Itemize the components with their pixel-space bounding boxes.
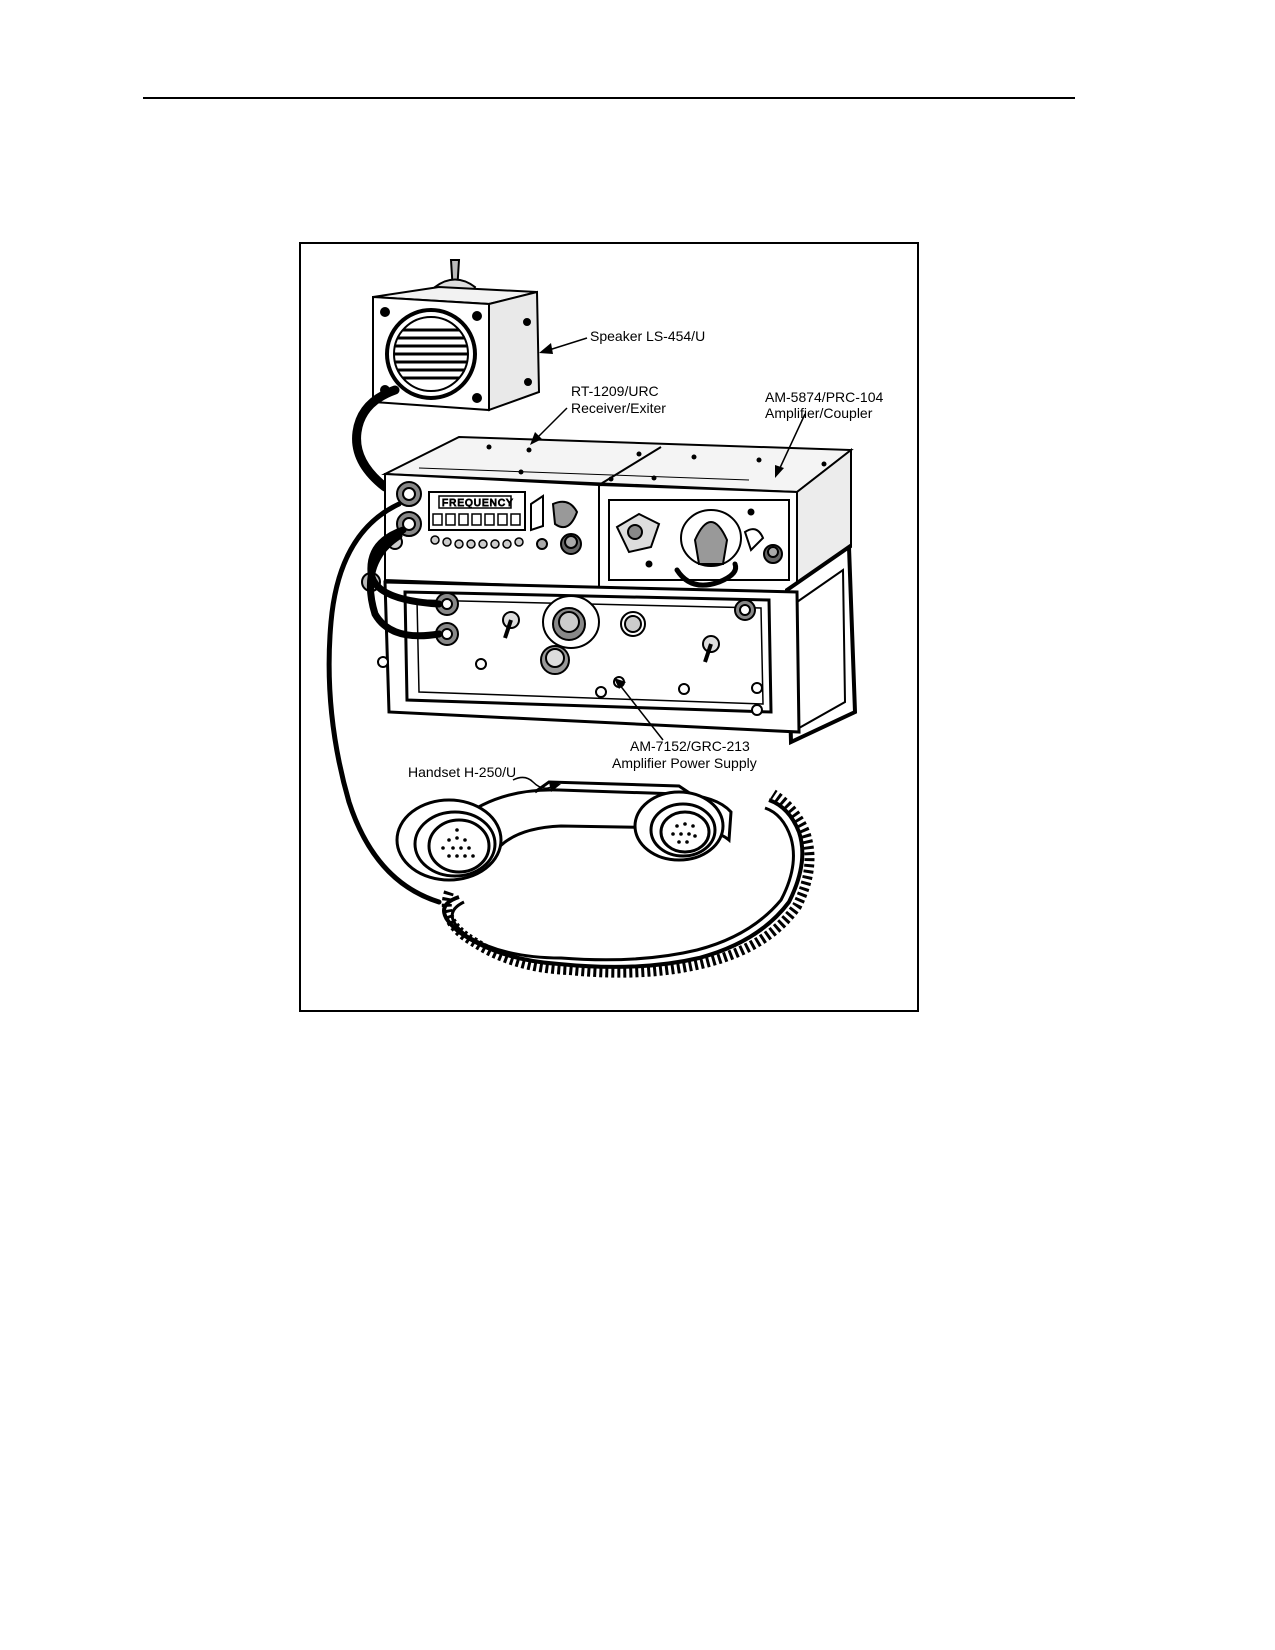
equipment-diagram: FREQUENCY xyxy=(299,242,919,1012)
label-coupler-role: Amplifier/Coupler xyxy=(765,405,873,421)
arrow-heads xyxy=(530,343,784,792)
label-receiver-model: RT-1209/URC xyxy=(571,383,659,399)
receiver-connectors xyxy=(387,481,422,550)
receiver-knobs xyxy=(530,494,582,555)
frequency-panel: FREQUENCY xyxy=(428,491,526,549)
speaker-icon xyxy=(372,259,541,412)
label-speaker: Speaker LS-454/U xyxy=(590,328,705,344)
coupler-controls xyxy=(615,508,783,568)
label-power-role: Amplifier Power Supply xyxy=(612,755,757,771)
label-receiver-role: Receiver/Exiter xyxy=(571,400,666,416)
frequency-label: FREQUENCY xyxy=(442,498,514,509)
figure-border xyxy=(299,242,919,1012)
equipment-figure: FREQUENCY xyxy=(299,242,919,1012)
coiled-cord xyxy=(441,789,815,978)
interconnect-cables xyxy=(366,526,443,640)
power-supply-unit xyxy=(361,543,858,746)
handset-icon xyxy=(395,780,733,882)
handset-holes xyxy=(441,822,697,858)
header-rule xyxy=(143,97,1075,99)
speaker-cable xyxy=(352,385,400,492)
coupler-jumper-cable xyxy=(674,561,739,588)
handset-cable xyxy=(326,501,442,905)
label-handset: Handset H-250/U xyxy=(408,764,516,780)
label-power-model: AM-7152/GRC-213 xyxy=(630,738,750,754)
leader-arrows xyxy=(512,337,806,789)
label-coupler-model: AM-5874/PRC-104 xyxy=(765,389,883,405)
